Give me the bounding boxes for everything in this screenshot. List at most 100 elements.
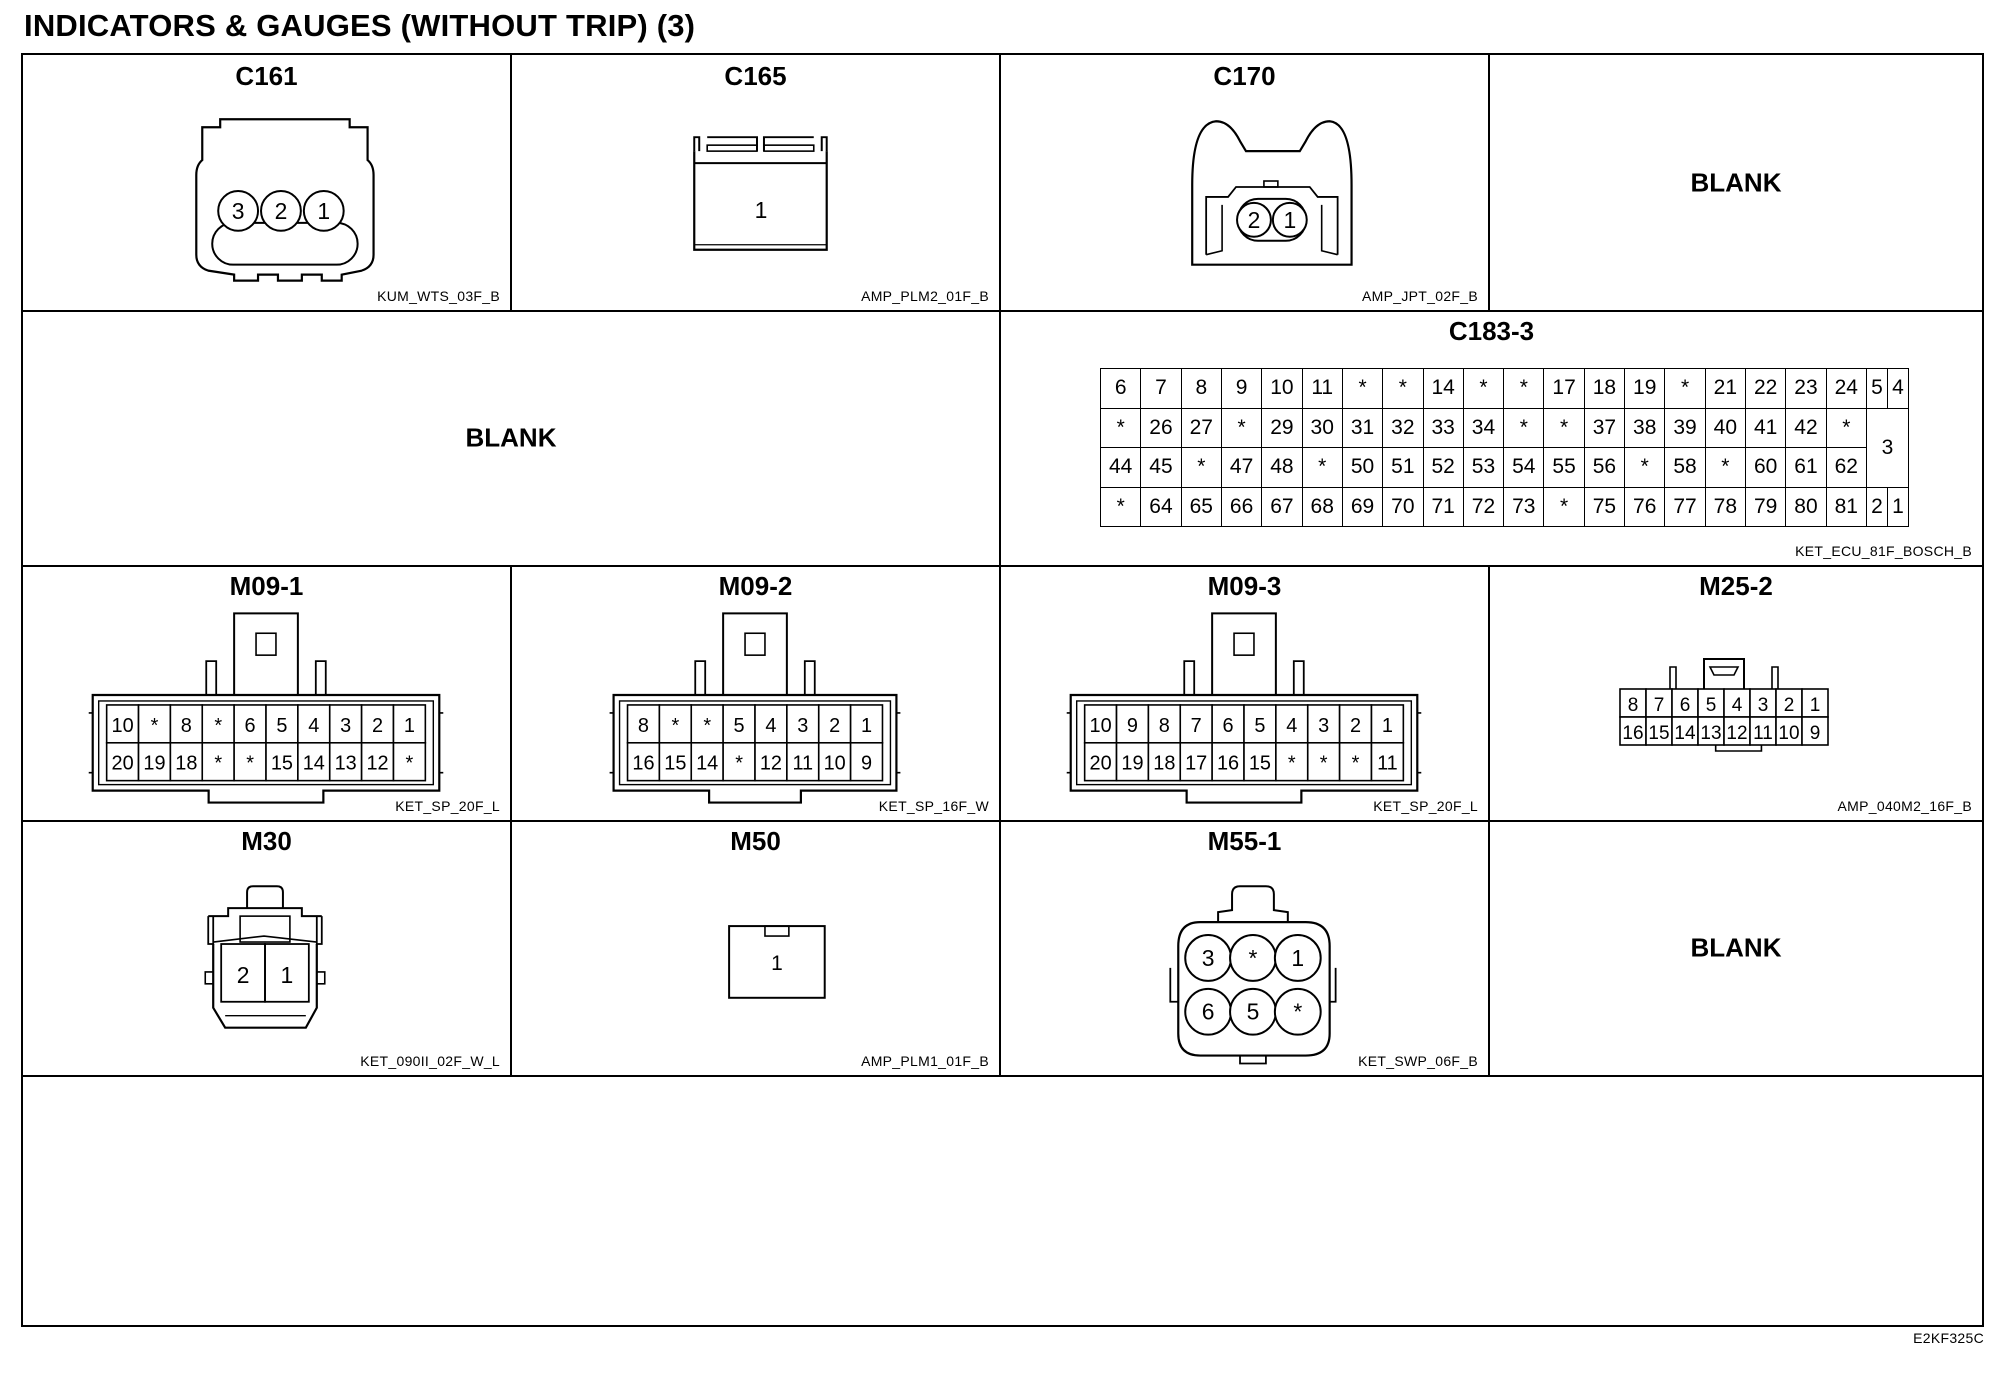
connector-type: KET_SP_16F_W	[878, 798, 989, 814]
connector-type: KET_SWP_06F_B	[1358, 1053, 1478, 1069]
pin-cell: *	[1341, 368, 1384, 409]
pin-3	[217, 189, 260, 232]
pin-cell: 10	[1261, 368, 1303, 409]
pin-cell	[1671, 716, 1699, 746]
pin-label: 16	[1217, 753, 1239, 775]
pin-cell	[360, 704, 395, 744]
pin-cell: 31	[1341, 407, 1384, 448]
pin-label: 1	[1283, 207, 1296, 233]
pin-cell: 79	[1744, 486, 1787, 527]
pin-label: *	[1288, 753, 1296, 775]
connector-grid: C161 3 2 1 KUM_WTS_03F_B C165	[21, 53, 1984, 1327]
pin-label: 12	[760, 753, 782, 775]
pin-cell: 2	[1865, 486, 1888, 527]
pin-cell	[1306, 741, 1341, 782]
cell-c165: C165 1 AMP_PLM2_01F_B	[512, 55, 1001, 310]
pin-cell: 19	[1624, 368, 1666, 409]
pin-cell: 65	[1180, 486, 1222, 527]
pin-label: 13	[335, 753, 357, 775]
pin-label: *	[1320, 753, 1328, 775]
pin-label: 3	[1202, 945, 1215, 971]
pin-cell	[626, 704, 661, 744]
connector-housing	[612, 693, 898, 804]
pin-cell: *	[1099, 486, 1142, 527]
pin-cell: 39	[1664, 407, 1706, 448]
pin-cell: 56	[1583, 447, 1626, 488]
connector-type: KET_SP_20F_L	[395, 798, 500, 814]
pin-cell	[1671, 688, 1699, 718]
pin-label: 7	[1654, 695, 1665, 716]
pin-cell	[817, 704, 852, 744]
connector-type: KET_SP_20F_L	[1373, 798, 1478, 814]
pin-2	[260, 189, 302, 232]
pin-label: 2	[372, 715, 383, 737]
pin-label: 5	[734, 715, 745, 737]
pin-cell: 54	[1503, 447, 1545, 488]
pin-label: 2	[829, 715, 840, 737]
pin-circle	[1273, 987, 1322, 1036]
pin-cell-side: 3	[1865, 407, 1910, 488]
pin-cell	[754, 704, 788, 744]
pin-cell: 78	[1704, 486, 1747, 527]
pin-cell: *	[1382, 368, 1424, 409]
pin-label: 18	[175, 753, 197, 775]
pin-cell	[1801, 688, 1829, 718]
pin-label: *	[671, 715, 679, 737]
pin-cell: 14	[1422, 368, 1464, 409]
cell-m50: M50 1 AMP_PLM1_01F_B	[512, 820, 1001, 1075]
pin-cell	[1370, 741, 1405, 782]
pin-cell: *	[1704, 447, 1747, 488]
pin-cell	[754, 741, 788, 782]
pin-cell: 55	[1543, 447, 1585, 488]
pin-label: 1	[771, 952, 783, 975]
pin-label: 17	[1185, 753, 1207, 775]
connector-name: M09-3	[1207, 571, 1282, 601]
pin-cell	[1801, 716, 1829, 746]
pin-cell: 23	[1785, 368, 1827, 409]
pin-circle	[1273, 934, 1322, 982]
connector-name: M09-1	[229, 571, 304, 601]
connector-type: AMP_PLM2_01F_B	[861, 288, 989, 304]
pin-label: 3	[1318, 715, 1329, 737]
connector-m50-diagram: 1	[728, 925, 826, 999]
pin-label: *	[703, 715, 711, 737]
connector-housing	[1069, 693, 1419, 804]
pin-cell	[392, 741, 427, 782]
pin-label: 3	[340, 715, 351, 737]
pin-2	[1236, 201, 1272, 238]
pin-cell	[1306, 704, 1341, 744]
connector-housing	[91, 693, 441, 804]
pin-label: 1	[281, 962, 294, 988]
pin-cell	[1083, 741, 1118, 782]
pin-label: 14	[303, 753, 325, 775]
connector-name: C161	[235, 61, 298, 91]
pin-cell: 60	[1744, 447, 1787, 488]
cell-blank-2: BLANK	[23, 310, 1001, 565]
pin-label: 19	[1121, 753, 1143, 775]
pin-label: *	[214, 753, 222, 775]
pin-cell: *	[1825, 407, 1867, 448]
connector-name: M50	[730, 826, 781, 856]
pin-label: 2	[237, 962, 250, 988]
pin-cell	[392, 704, 427, 744]
pin-label: 12	[366, 753, 388, 775]
pin-cell: 4	[1886, 368, 1910, 409]
pin-cell: 30	[1301, 407, 1343, 448]
pin-cell: 45	[1140, 447, 1182, 488]
pin-label: 9	[1810, 723, 1821, 744]
pin-label: 3	[1758, 695, 1769, 716]
pin-label: 7	[1191, 715, 1202, 737]
pin-label: 20	[112, 753, 134, 775]
pin-label: 2	[1350, 715, 1361, 737]
pin-cell	[786, 741, 820, 782]
connector-type: AMP_PLM1_01F_B	[861, 1053, 989, 1069]
pin-cell: 38	[1624, 407, 1666, 448]
pin-cell: 69	[1341, 486, 1384, 527]
pin-cell: 32	[1382, 407, 1424, 448]
pin-cell: 66	[1220, 486, 1263, 527]
